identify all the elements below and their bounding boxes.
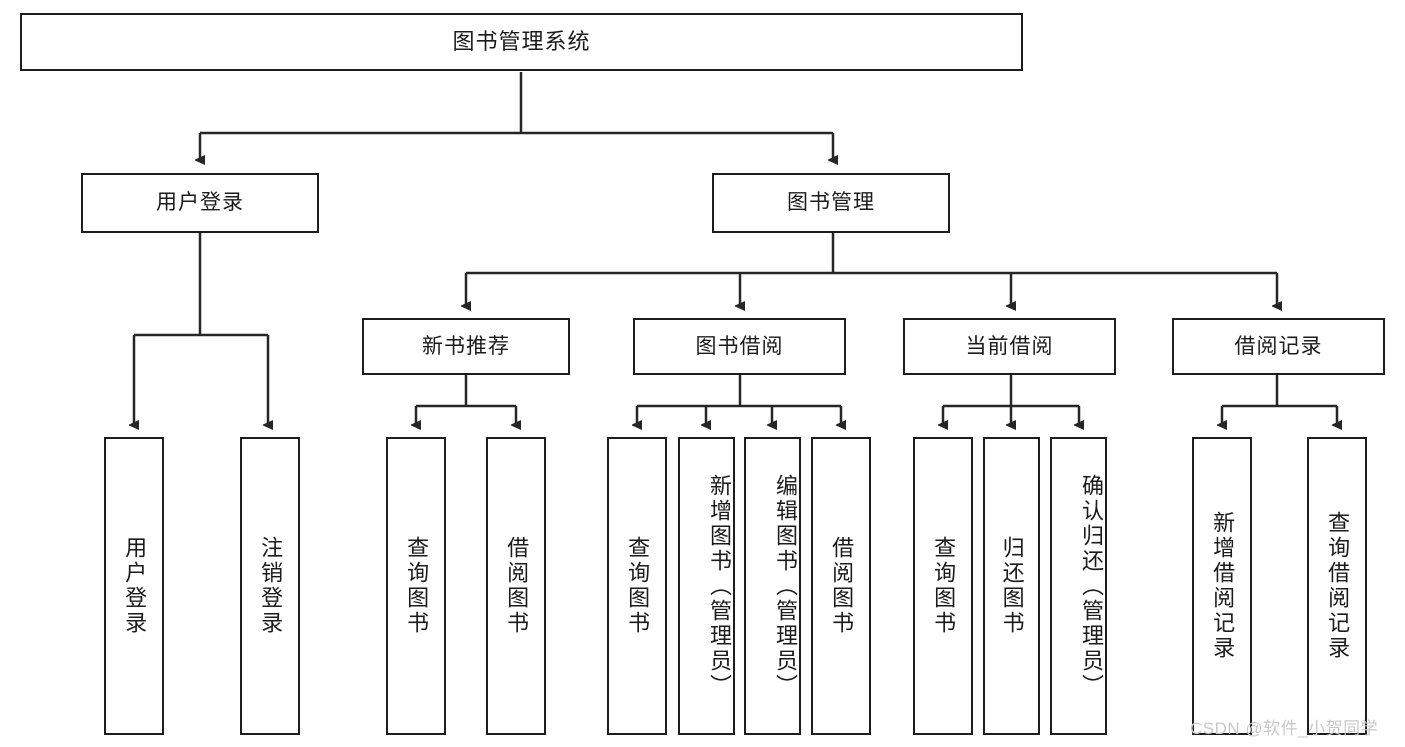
leaf-current-query-book[interactable]: 查询图书 xyxy=(913,437,973,735)
leaf-borrow-borrow-book[interactable]: 借阅图书 xyxy=(811,437,871,735)
leaf-borrow-add-book-admin[interactable]: 新增图书（管理员） xyxy=(678,437,735,735)
node-user-login[interactable]: 用户登录 xyxy=(81,173,319,233)
node-borrow-record[interactable]: 借阅记录 xyxy=(1172,318,1385,375)
leaf-record-add-record[interactable]: 新增借阅记录 xyxy=(1192,437,1252,735)
leaf-recommend-borrow-book[interactable]: 借阅图书 xyxy=(486,437,546,735)
csdn-watermark: CSDN @软件_小贺同学 xyxy=(1190,719,1379,738)
leaf-user-login-logout[interactable]: 注销登录 xyxy=(240,437,300,735)
leaf-current-return-book[interactable]: 归还图书 xyxy=(983,437,1040,735)
leaf-recommend-query-book[interactable]: 查询图书 xyxy=(386,437,446,735)
node-book-borrow[interactable]: 图书借阅 xyxy=(633,318,846,375)
leaf-borrow-edit-book-admin[interactable]: 编辑图书（管理员） xyxy=(744,437,801,735)
node-new-book-recommend[interactable]: 新书推荐 xyxy=(362,318,570,375)
leaf-user-login-login[interactable]: 用户登录 xyxy=(104,437,164,735)
leaf-borrow-query-book[interactable]: 查询图书 xyxy=(607,437,667,735)
node-book-management[interactable]: 图书管理 xyxy=(712,173,950,233)
leaf-record-query-record[interactable]: 查询借阅记录 xyxy=(1307,437,1367,735)
leaf-current-confirm-return-admin[interactable]: 确认归还（管理员） xyxy=(1050,437,1107,735)
node-root-system[interactable]: 图书管理系统 xyxy=(20,13,1023,71)
node-current-borrow[interactable]: 当前借阅 xyxy=(903,318,1116,375)
